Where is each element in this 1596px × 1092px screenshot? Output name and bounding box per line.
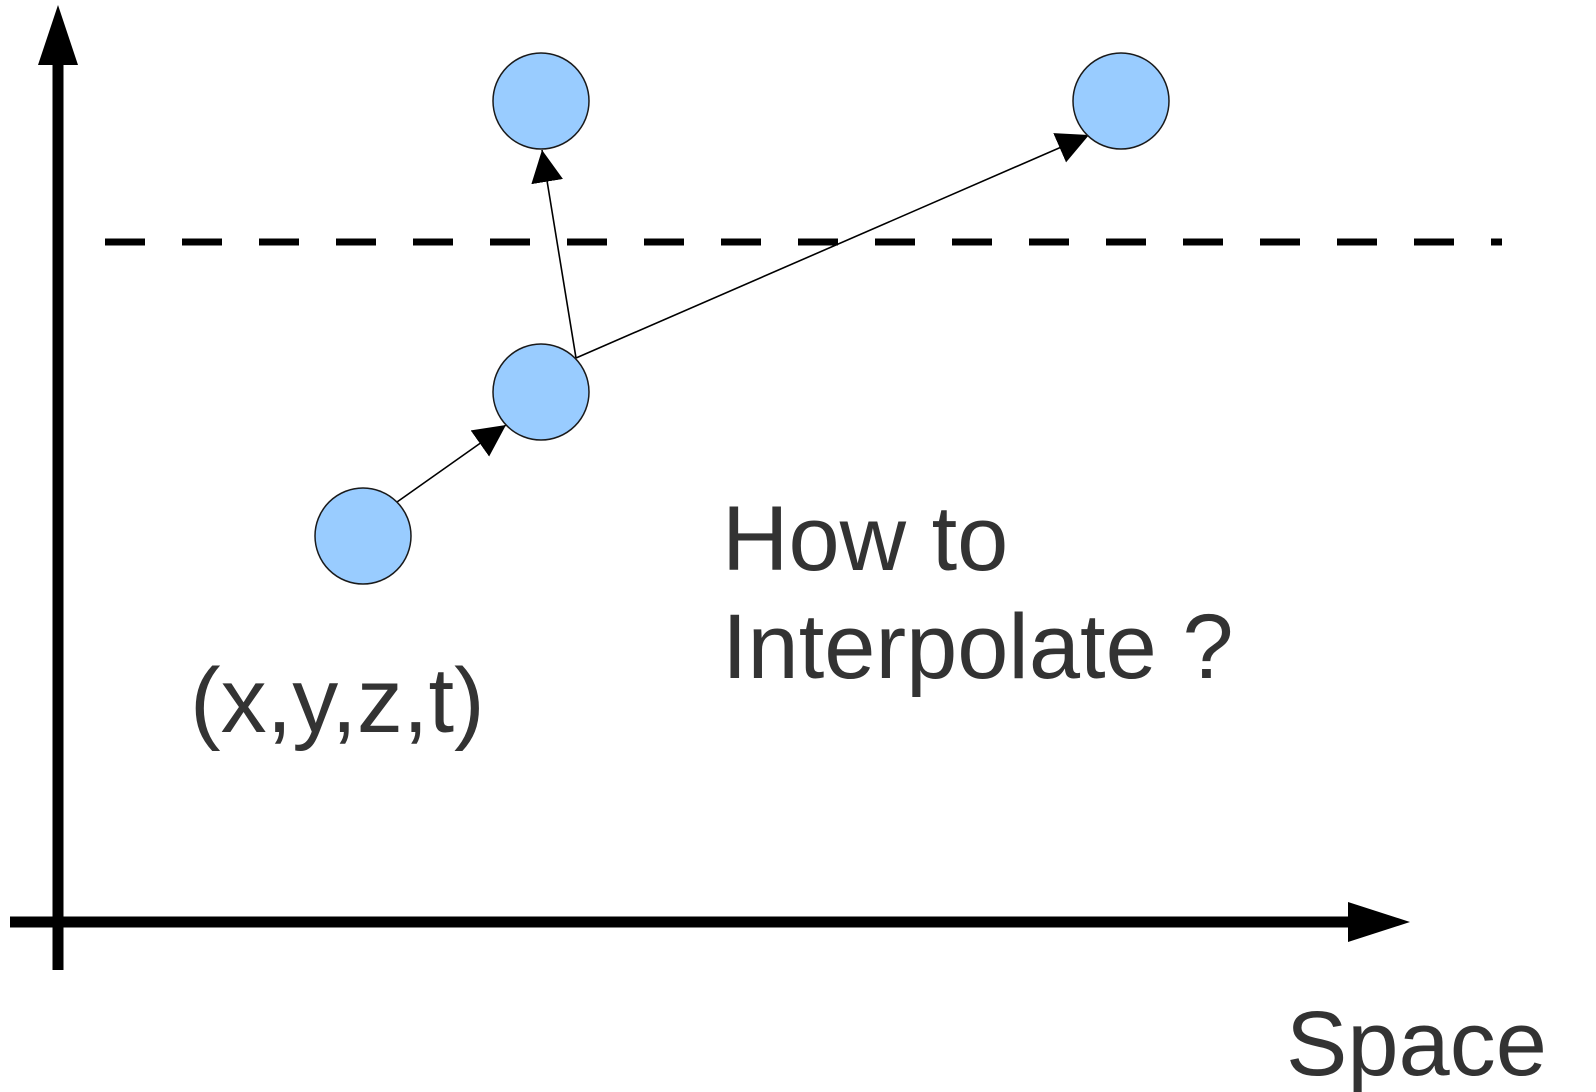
x-axis-arrowhead-icon [1348,902,1410,942]
edge-arrow-node2-node4 [575,133,1090,359]
question-line-2: Interpolate ? [722,596,1233,698]
edge-arrow-node2-node3 [531,149,577,359]
node-circle-top-right [1072,52,1170,150]
point-label: (x,y,z,t) [190,650,485,752]
x-axis-label: Space [1286,993,1547,1092]
node-circle-top-left [492,52,590,150]
y-axis-arrowhead-icon [38,5,78,65]
question-line-1: How to [722,488,1008,590]
node-circle-start [314,487,412,585]
node-circle-middle [492,343,590,441]
edge-arrow-node1-node2 [396,424,507,503]
